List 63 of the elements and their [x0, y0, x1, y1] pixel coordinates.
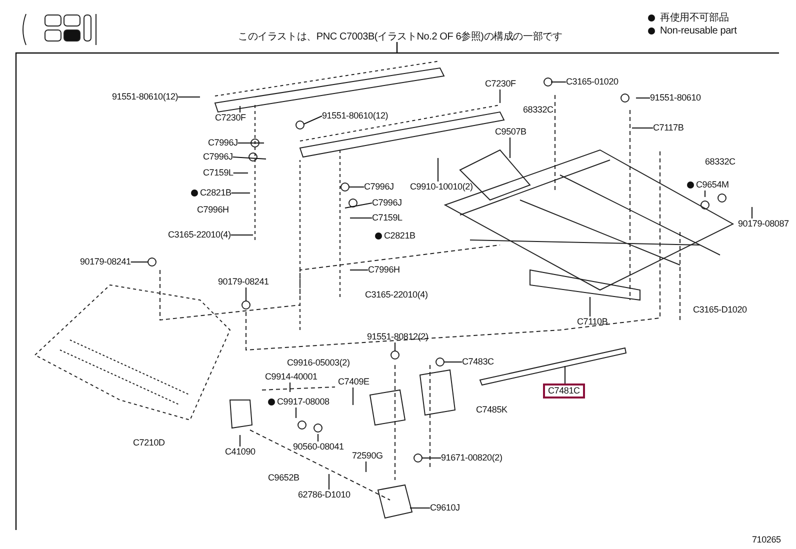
part-number: C3165-D1020: [693, 304, 747, 316]
part-number: C9910-10010(2): [410, 182, 473, 192]
leader-line: [564, 366, 566, 384]
leader-line: [394, 342, 396, 352]
part-number: C3165-01020: [566, 76, 618, 88]
leader-line: [237, 142, 264, 144]
part-number: C9652B: [268, 472, 300, 484]
part-number: 72590G: [352, 450, 383, 462]
part-number: C7159L: [372, 212, 402, 224]
part-number: 90179-08087: [738, 218, 789, 230]
part-number: 91671-00820(2): [441, 452, 502, 464]
leader-line: [328, 474, 330, 490]
part-number: C7110B: [577, 316, 608, 328]
part-number: C7230F: [485, 78, 516, 90]
part-number: C2821B: [200, 188, 232, 198]
part-number: C7996J: [364, 182, 394, 192]
leader-line: [304, 116, 322, 124]
leader-line: [230, 192, 250, 194]
part-number: 91551-80610(12): [322, 110, 388, 122]
leader-line: [232, 172, 248, 174]
part-number: 62786-D1010: [298, 490, 350, 500]
part-number: C41090: [225, 446, 256, 458]
part-number: C7996J: [208, 138, 238, 148]
part-number: C7996H: [368, 264, 400, 276]
part-number: 68332C: [705, 156, 736, 168]
part-number: C7485K: [476, 404, 508, 416]
part-number: C9654M: [696, 180, 729, 190]
part-number: C9914-40001: [265, 372, 318, 382]
part-number: C9916-05003(2): [287, 358, 350, 368]
part-number: C7230F: [215, 112, 246, 124]
leader-line: [178, 96, 200, 98]
part-number: C9507B: [495, 126, 526, 138]
part-number: C7210D: [133, 438, 165, 448]
part-number: C7117B: [653, 122, 684, 134]
part-number: C7159L: [203, 168, 234, 178]
part-number: C3165-22010(4): [365, 290, 428, 300]
part-number: C7409E: [338, 376, 370, 388]
note-text: このイラストは、PNC C7003B(イラストNo.2 OF 6参照)の構成の一部です: [238, 32, 562, 42]
legend-text: Non-reusable part: [660, 26, 737, 36]
part-number: C9610J: [430, 502, 460, 514]
part-number: 68332C: [523, 104, 554, 116]
leader-line: [704, 190, 706, 198]
part-number: C2821B: [384, 230, 416, 242]
part-number: 91551-80610: [650, 92, 701, 104]
part-number: 90179-08241: [80, 256, 131, 268]
leader-line: [232, 156, 266, 160]
part-number: C7996J: [203, 152, 233, 162]
part-number: 90560-08041: [293, 442, 344, 452]
part-number: 91551-80610(12): [112, 92, 178, 102]
part-number: 91551-80812(2): [367, 332, 428, 342]
part-number: 90179-08241: [218, 276, 269, 288]
legend-text: 再使用不可部品: [660, 12, 729, 24]
leader-line: [352, 387, 354, 406]
leader-line: [348, 186, 364, 188]
highlighted-part-number: C7481C: [543, 384, 585, 398]
part-number: C7483C: [462, 356, 494, 368]
drawing-number: 710265: [752, 534, 781, 546]
part-number: C3165-22010(4): [168, 230, 231, 240]
part-number: C7996H: [197, 204, 229, 216]
leader-line: [344, 202, 372, 208]
leader-line: [230, 234, 254, 236]
part-number: C9917-08008: [277, 396, 330, 408]
part-number: C7996J: [372, 198, 402, 208]
